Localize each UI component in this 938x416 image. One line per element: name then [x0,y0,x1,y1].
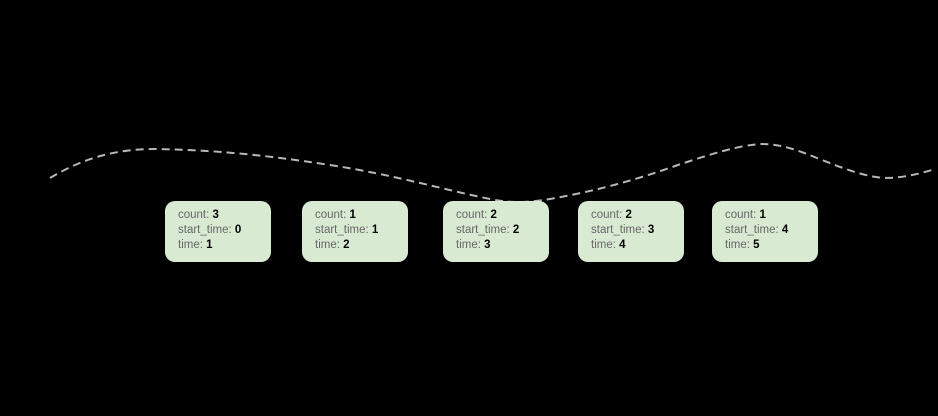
card-line: time: 1 [178,238,265,253]
time-value: 2 [343,239,350,251]
card-line: count: 2 [456,208,543,223]
time-value: 1 [206,239,213,251]
count-value: 2 [490,209,497,221]
start-time-label: start_time: [178,224,232,236]
time-label: time: [725,239,750,251]
card-line: count: 2 [591,208,678,223]
time-value: 4 [619,239,626,251]
start-time-value: 3 [647,224,655,236]
time-label: time: [178,239,203,251]
count-label: count: [456,209,488,221]
window-card-2: count: 1 start_time: 1 time: 2 [302,201,408,262]
card-line: start_time: 2 [456,223,543,238]
start-time-label: start_time: [591,224,645,236]
time-label: time: [591,239,616,251]
window-card-4: count: 2 start_time: 3 time: 4 [578,201,684,262]
start-time-value: 4 [781,224,789,236]
card-line: start_time: 4 [725,223,812,238]
card-line: start_time: 3 [591,223,678,238]
dashed-wave-curve [49,142,933,203]
count-value: 1 [349,209,356,221]
time-value: 3 [484,239,491,251]
start-time-label: start_time: [315,224,369,236]
start-time-value: 1 [371,224,379,236]
card-line: start_time: 1 [315,223,402,238]
window-card-5: count: 1 start_time: 4 time: 5 [712,201,818,262]
card-line: time: 4 [591,238,678,253]
count-value: 2 [625,209,632,221]
start-time-label: start_time: [456,224,510,236]
card-line: time: 5 [725,238,812,253]
card-line: time: 2 [315,238,402,253]
start-time-value: 2 [512,224,520,236]
time-label: time: [315,239,340,251]
time-value: 5 [753,239,760,251]
card-line: time: 3 [456,238,543,253]
count-value: 3 [212,209,219,221]
card-line: start_time: 0 [178,223,265,238]
count-label: count: [178,209,210,221]
count-value: 1 [759,209,766,221]
start-time-value: 0 [234,224,242,236]
start-time-label: start_time: [725,224,779,236]
window-card-3: count: 2 start_time: 2 time: 3 [443,201,549,262]
time-label: time: [456,239,481,251]
window-card-1: count: 3 start_time: 0 time: 1 [165,201,271,262]
count-label: count: [725,209,757,221]
count-label: count: [315,209,347,221]
count-label: count: [591,209,623,221]
card-line: count: 1 [725,208,812,223]
card-line: count: 1 [315,208,402,223]
card-line: count: 3 [178,208,265,223]
